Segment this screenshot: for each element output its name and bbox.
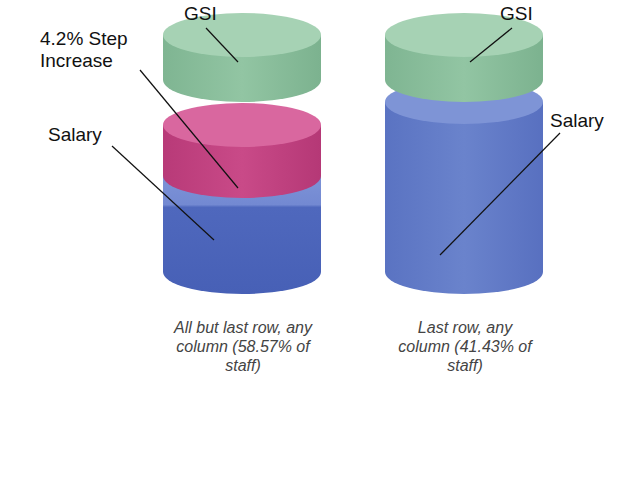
segment-label: GSI (500, 3, 533, 25)
segment-label: GSI (184, 3, 217, 25)
caption: All but last row, any column (58.57% of … (172, 318, 314, 376)
segment-label: 4.2% Step Increase (40, 28, 140, 72)
gsi-segment (385, 13, 543, 102)
caption: Last row, any column (41.43% of staff) (394, 318, 536, 376)
salary-segment (385, 80, 543, 294)
leader-line (112, 28, 560, 255)
gsi-segment (163, 13, 321, 102)
segment-label: Salary (48, 124, 102, 146)
step-increase-segment (163, 103, 321, 198)
segment-label: Salary (550, 110, 604, 132)
